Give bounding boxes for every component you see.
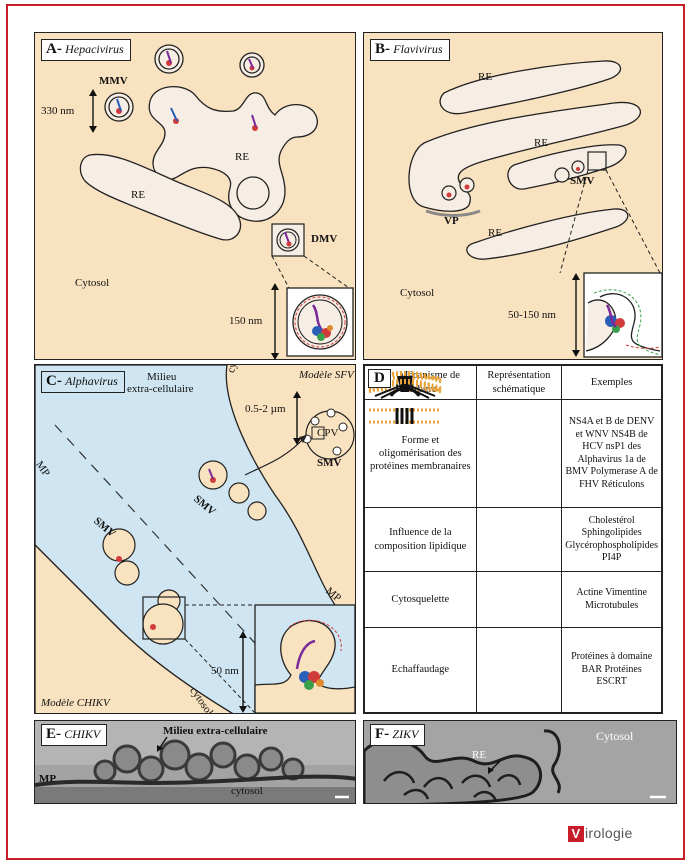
panel-c-letter: C- [46, 373, 62, 389]
panel-b-letter: B- [375, 41, 390, 57]
panel-a-hepacivirus: A- Hepacivirus MMV 330 nm RE RE DMV Cyto… [34, 32, 356, 360]
vp-label: VP [444, 215, 459, 227]
milieu-label-e: Milieu extra-cellulaire [163, 725, 268, 737]
mmv-label: MMV [99, 75, 128, 87]
milieu-label-1: Milieu [147, 371, 176, 383]
modele-sfv-label: Modèle SFV [299, 369, 354, 381]
panel-e-letter: E- [46, 726, 61, 742]
re-label-b1: RE [478, 71, 492, 83]
panel-d-mechanisms: Mécanisme de courbure Représentation sch… [363, 364, 663, 714]
re-label-f: RE [472, 749, 486, 761]
smv-label-b: SMV [570, 175, 594, 187]
re-label-b3: RE [488, 227, 502, 239]
examples-row-2: Cholestérol Sphingolipides Glycérophosph… [562, 508, 662, 572]
cytosol-label-a: Cytosol [75, 277, 109, 289]
panel-b-flavivirus: B- Flavivirus RE RE RE SMV VP Cytosol 50… [363, 32, 663, 360]
header-examples: Exemples [562, 366, 662, 400]
panel-e-label: E- CHIKV [41, 724, 107, 746]
size-50-label: 50 nm [211, 665, 239, 677]
panel-d-label: D [368, 369, 391, 388]
panel-a-virus: Hepacivirus [65, 42, 124, 56]
panel-e-chikv-em: E- CHIKV Milieu extra-cellulaire MP cyto… [34, 720, 356, 804]
schema-row-1 [476, 400, 562, 508]
examples-row-4: Protéines à domaine BAR Protéines ESCRT [562, 628, 662, 713]
panel-c-drawing [35, 365, 356, 714]
panel-b-virus: Flavivirus [393, 42, 442, 56]
cytosol-label-b: Cytosol [400, 287, 434, 299]
mechanism-row-3: Cytosquelette [365, 572, 477, 628]
size-150-label: 150 nm [229, 315, 262, 327]
panel-f-virus: ZIKV [392, 727, 418, 741]
panel-b-label: B- Flavivirus [370, 39, 450, 61]
re-label-a1: RE [235, 151, 249, 163]
schema-row-4 [476, 628, 562, 713]
size-50-150-label: 50-150 nm [508, 309, 556, 321]
dmv-label: DMV [311, 233, 337, 245]
mechanism-row-4: Echaffaudage [365, 628, 477, 713]
panel-d-letter: D [374, 370, 385, 386]
panel-c-virus: Alphavirus [65, 374, 118, 388]
milieu-label-2: extra-cellulaire [127, 383, 194, 395]
panel-a-drawing [35, 33, 356, 360]
smv-label-c-top: SMV [317, 457, 341, 469]
panel-f-label: F- ZIKV [370, 724, 425, 746]
examples-row-1: NS4A et B de DENV et WNV NS4B de HCV nsP… [562, 400, 662, 508]
panel-a-label: A- Hepacivirus [41, 39, 131, 61]
panel-c-alphavirus: C- Alphavirus Milieu extra-cellulaire cy… [34, 364, 356, 714]
re-label-a2: RE [131, 189, 145, 201]
size-05-2-label: 0.5-2 µm [245, 403, 286, 415]
panel-f-zikv-em: F- ZIKV Cytosol RE [363, 720, 677, 804]
logo-text: irologie [585, 825, 633, 841]
header-representation: Représentation schématique [476, 366, 562, 400]
logo-v-icon: V [568, 826, 584, 842]
panel-a-letter: A- [46, 41, 62, 57]
mp-label-e: MP [39, 773, 56, 785]
panel-f-letter: F- [375, 726, 389, 742]
schema-row-3 [476, 572, 562, 628]
panel-c-label: C- Alphavirus [41, 371, 125, 393]
cpv-label: CPV [317, 427, 338, 439]
panel-e-virus: CHIKV [64, 727, 100, 741]
mechanism-table: Mécanisme de courbure Représentation sch… [364, 365, 662, 713]
cytosol-label-f: Cytosol [596, 729, 633, 744]
mechanism-row-2: Influence de la composition lipidique [365, 508, 477, 572]
cytosol-label-e: cytosol [231, 785, 263, 797]
schema-row-2 [476, 508, 562, 572]
size-330-label: 330 nm [41, 105, 74, 117]
modele-chikv-label: Modèle CHIKV [41, 697, 110, 709]
examples-row-3: Actine Vimentine Microtubules [562, 572, 662, 628]
re-label-b2: RE [534, 137, 548, 149]
